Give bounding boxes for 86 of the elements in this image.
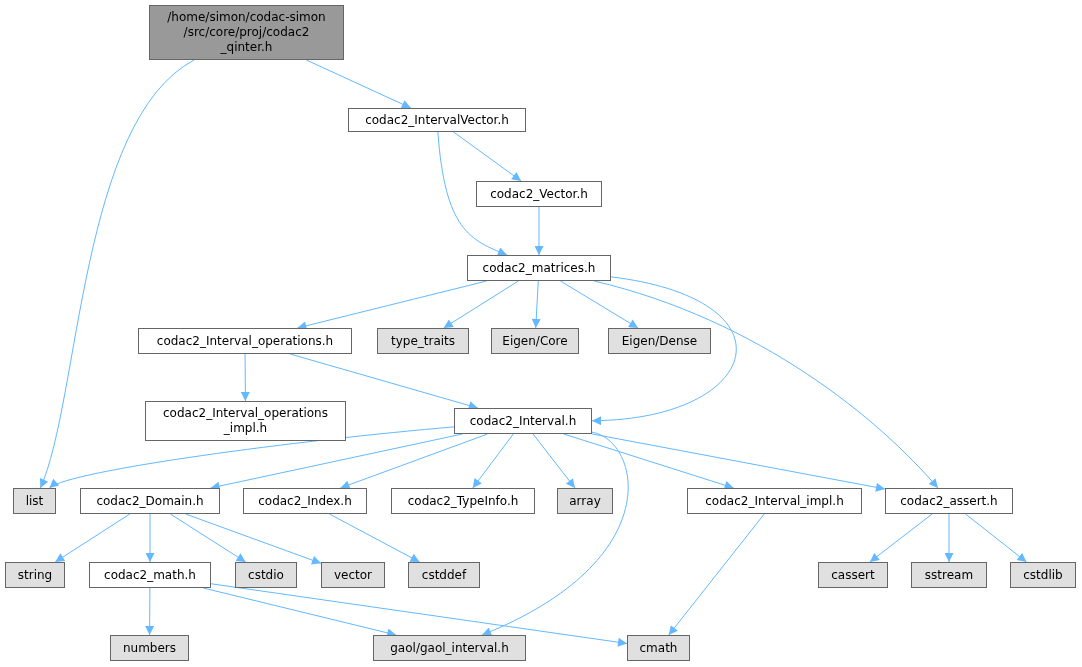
file-name: codac2_Interval_impl.h <box>705 493 844 509</box>
include-arrow <box>169 513 247 563</box>
include-arrow <box>185 513 322 565</box>
include-arrow <box>48 426 455 489</box>
include-arrow <box>145 587 155 636</box>
include-arrow <box>481 431 629 636</box>
file-name: codac2_Index.h <box>258 493 352 509</box>
system-header-box <box>5 562 65 588</box>
include-arrow <box>289 353 479 410</box>
file-name: codac2_math.h <box>104 567 196 583</box>
file-name: type_traits <box>390 333 456 349</box>
system-header-box <box>818 562 888 588</box>
file-name: gaol/gaol_interval.h <box>390 640 509 656</box>
system-header-box <box>627 635 690 661</box>
file-name: numbers <box>122 640 177 656</box>
include-arrow <box>534 206 544 256</box>
include-arrow <box>869 513 933 563</box>
file-name: cstdlib <box>1023 567 1063 583</box>
system-header-box <box>491 328 579 354</box>
header-file-box <box>145 401 346 441</box>
current-file-box <box>149 5 344 60</box>
file-name: codac2_Interval.h <box>469 413 577 429</box>
file-name: codac2_matrices.h <box>482 260 596 276</box>
file-name: /home/simon/codac-simon /src/core/proj/codac2 _qinter.h <box>166 10 327 55</box>
include-arrow <box>210 583 628 647</box>
include-arrow <box>145 513 155 563</box>
file-name: Eigen/Dense <box>621 333 698 349</box>
system-header-box <box>557 488 613 514</box>
file-name: cstdio <box>248 567 284 583</box>
system-header-box <box>608 328 711 354</box>
header-file-box <box>885 488 1013 514</box>
include-arrow <box>944 513 954 563</box>
file-name: string <box>17 567 53 583</box>
include-arrow <box>593 280 939 489</box>
file-name: cmath <box>639 640 678 656</box>
file-name: codac2_Interval_operations.h <box>156 333 334 349</box>
header-file-box <box>80 488 220 514</box>
file-name: Eigen/Core <box>502 333 568 349</box>
include-arrow <box>54 513 131 563</box>
system-header-box <box>373 635 526 661</box>
include-arrow <box>563 433 735 490</box>
system-header-box <box>1010 562 1076 588</box>
header-file-box <box>687 488 862 514</box>
include-arrow <box>328 513 421 563</box>
include-arrow <box>240 353 250 402</box>
header-file-box <box>89 562 211 588</box>
header-file-box <box>454 408 592 434</box>
include-arrow <box>339 433 489 490</box>
include-arrow <box>591 276 736 425</box>
system-header-box <box>377 328 469 354</box>
include-arrow <box>453 131 522 182</box>
header-file-box <box>138 328 352 354</box>
include-arrow <box>305 59 412 109</box>
header-file-box <box>391 488 535 514</box>
include-arrow <box>965 513 1027 563</box>
file-name: list <box>25 493 44 509</box>
file-name: cstddef <box>421 567 467 583</box>
include-arrow <box>668 513 765 636</box>
file-name: array <box>569 493 601 509</box>
file-name: codac2_Interval_operations _impl.h <box>162 406 329 436</box>
header-file-box <box>348 108 526 132</box>
system-header-box <box>235 562 297 588</box>
file-name: codac2_Vector.h <box>490 186 588 202</box>
system-header-box <box>321 562 385 588</box>
file-name: sstream <box>924 567 974 583</box>
include-arrow <box>532 433 576 489</box>
include-arrow <box>591 433 886 492</box>
system-header-box <box>408 562 480 588</box>
include-arrow <box>559 280 639 329</box>
include-arrow <box>472 433 514 489</box>
file-name: cassert <box>831 567 875 583</box>
file-name: vector <box>333 567 373 583</box>
include-arrow <box>437 131 508 256</box>
include-arrow <box>531 280 541 329</box>
file-name: codac2_Domain.h <box>96 493 204 509</box>
file-name: codac2_IntervalVector.h <box>365 112 509 128</box>
file-name: codac2_TypeInfo.h <box>407 493 519 509</box>
system-header-box <box>911 562 987 588</box>
header-file-box <box>476 181 602 207</box>
include-arrow <box>443 280 519 329</box>
system-header-box <box>110 635 189 661</box>
include-arrow <box>39 59 195 489</box>
system-header-box <box>13 488 56 514</box>
header-file-box <box>243 488 367 514</box>
file-name: codac2_assert.h <box>900 493 998 509</box>
header-file-box <box>467 255 611 281</box>
